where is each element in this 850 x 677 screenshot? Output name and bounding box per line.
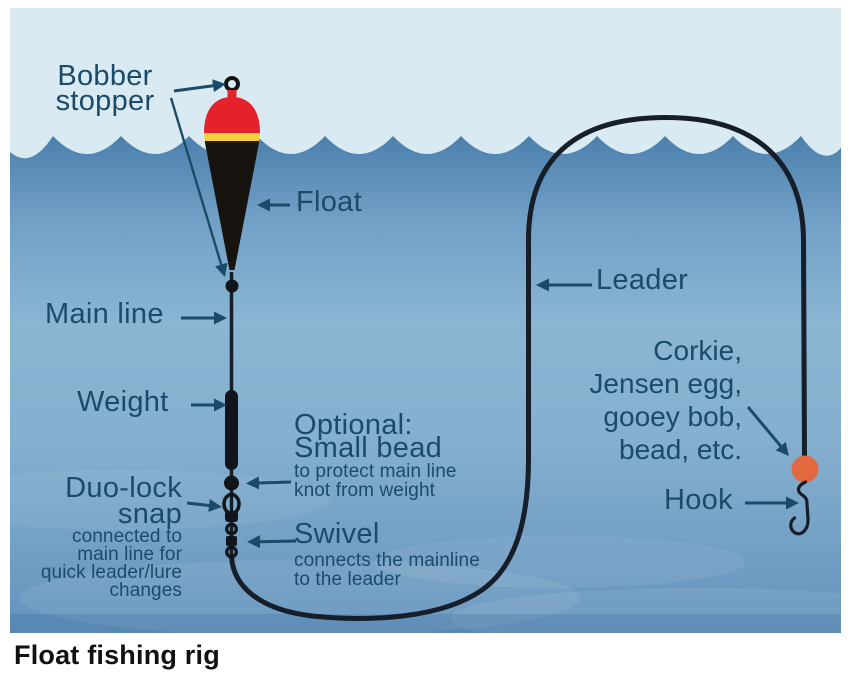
arrow-bobber-stopper-top <box>173 79 226 93</box>
swivel-note-line1: connects the mainline <box>294 550 480 571</box>
duo-lock-note-line2: main line for <box>77 544 182 565</box>
float-band-edge <box>204 141 260 144</box>
small-bead <box>224 475 239 491</box>
duo-lock-note-line1: connected to <box>71 526 182 547</box>
optional-bead-note-line2: knot from weight <box>294 480 435 501</box>
leader-label: Leader <box>596 264 689 296</box>
arrow-small-bead <box>246 476 292 490</box>
bobber-stopper-label: Bobber stopper <box>40 60 170 117</box>
arrow-duo-lock <box>186 499 222 512</box>
float-body <box>205 144 259 270</box>
corkie-label: Corkie, Jensen egg, gooey bob, bead, etc… <box>482 334 742 466</box>
swivel-note-line2: to the leader <box>294 569 401 590</box>
swivel-label: Swivel <box>294 518 380 550</box>
float-label: Float <box>296 186 362 218</box>
corkie-label-line2: Jensen egg, <box>589 368 742 399</box>
corkie-label-line4: bead, etc. <box>619 434 742 465</box>
bobber-stopper-label-line2: stopper <box>55 85 155 117</box>
bobber-stopper-bead <box>225 279 239 293</box>
duo-lock-label-line2: snap <box>117 498 182 530</box>
optional-bead-label-line1: Optional: <box>294 409 413 441</box>
arrow-bobber-stopper-bottom <box>169 97 228 277</box>
corkie-bead <box>791 455 819 483</box>
float <box>204 76 260 293</box>
optional-bead-note: to protect main line knot from weight <box>294 462 457 500</box>
bobber-stopper-label-line1: Bobber <box>57 60 153 92</box>
float-neck <box>227 90 237 100</box>
optional-bead-label: Optional: Small bead <box>294 409 443 464</box>
hook-label: Hook <box>664 484 733 516</box>
swivel <box>225 522 238 559</box>
optional-bead-label-line2: Small bead <box>294 432 443 464</box>
swivel-note: connects the mainline to the leader <box>294 551 480 589</box>
corkie-label-line1: Corkie, <box>653 335 742 366</box>
annotation-arrows <box>173 79 799 549</box>
weight-sinker <box>225 390 238 470</box>
duo-lock-note-line4: changes <box>109 580 182 601</box>
duo-lock-note: connected to main line for quick leader/… <box>0 526 182 601</box>
main-line-label: Main line <box>45 298 164 330</box>
weight-label: Weight <box>77 386 169 418</box>
float-band <box>204 133 260 141</box>
duo-lock-label: Duo-lock snap <box>0 472 182 530</box>
leader-line <box>229 114 807 621</box>
arrow-corkie <box>746 406 790 457</box>
duo-lock-snap <box>222 492 241 522</box>
hook <box>789 480 810 536</box>
float-top <box>204 97 260 133</box>
arrow-swivel <box>247 535 297 549</box>
duo-lock-note-line3: quick leader/lure <box>40 562 182 583</box>
corkie-label-line3: gooey bob, <box>603 401 742 432</box>
bobber-stopper-ring <box>224 76 240 92</box>
optional-bead-note-line1: to protect main line <box>294 461 457 482</box>
figure-caption: Float fishing rig <box>14 640 220 670</box>
duo-lock-label-line1: Duo-lock <box>65 472 182 504</box>
